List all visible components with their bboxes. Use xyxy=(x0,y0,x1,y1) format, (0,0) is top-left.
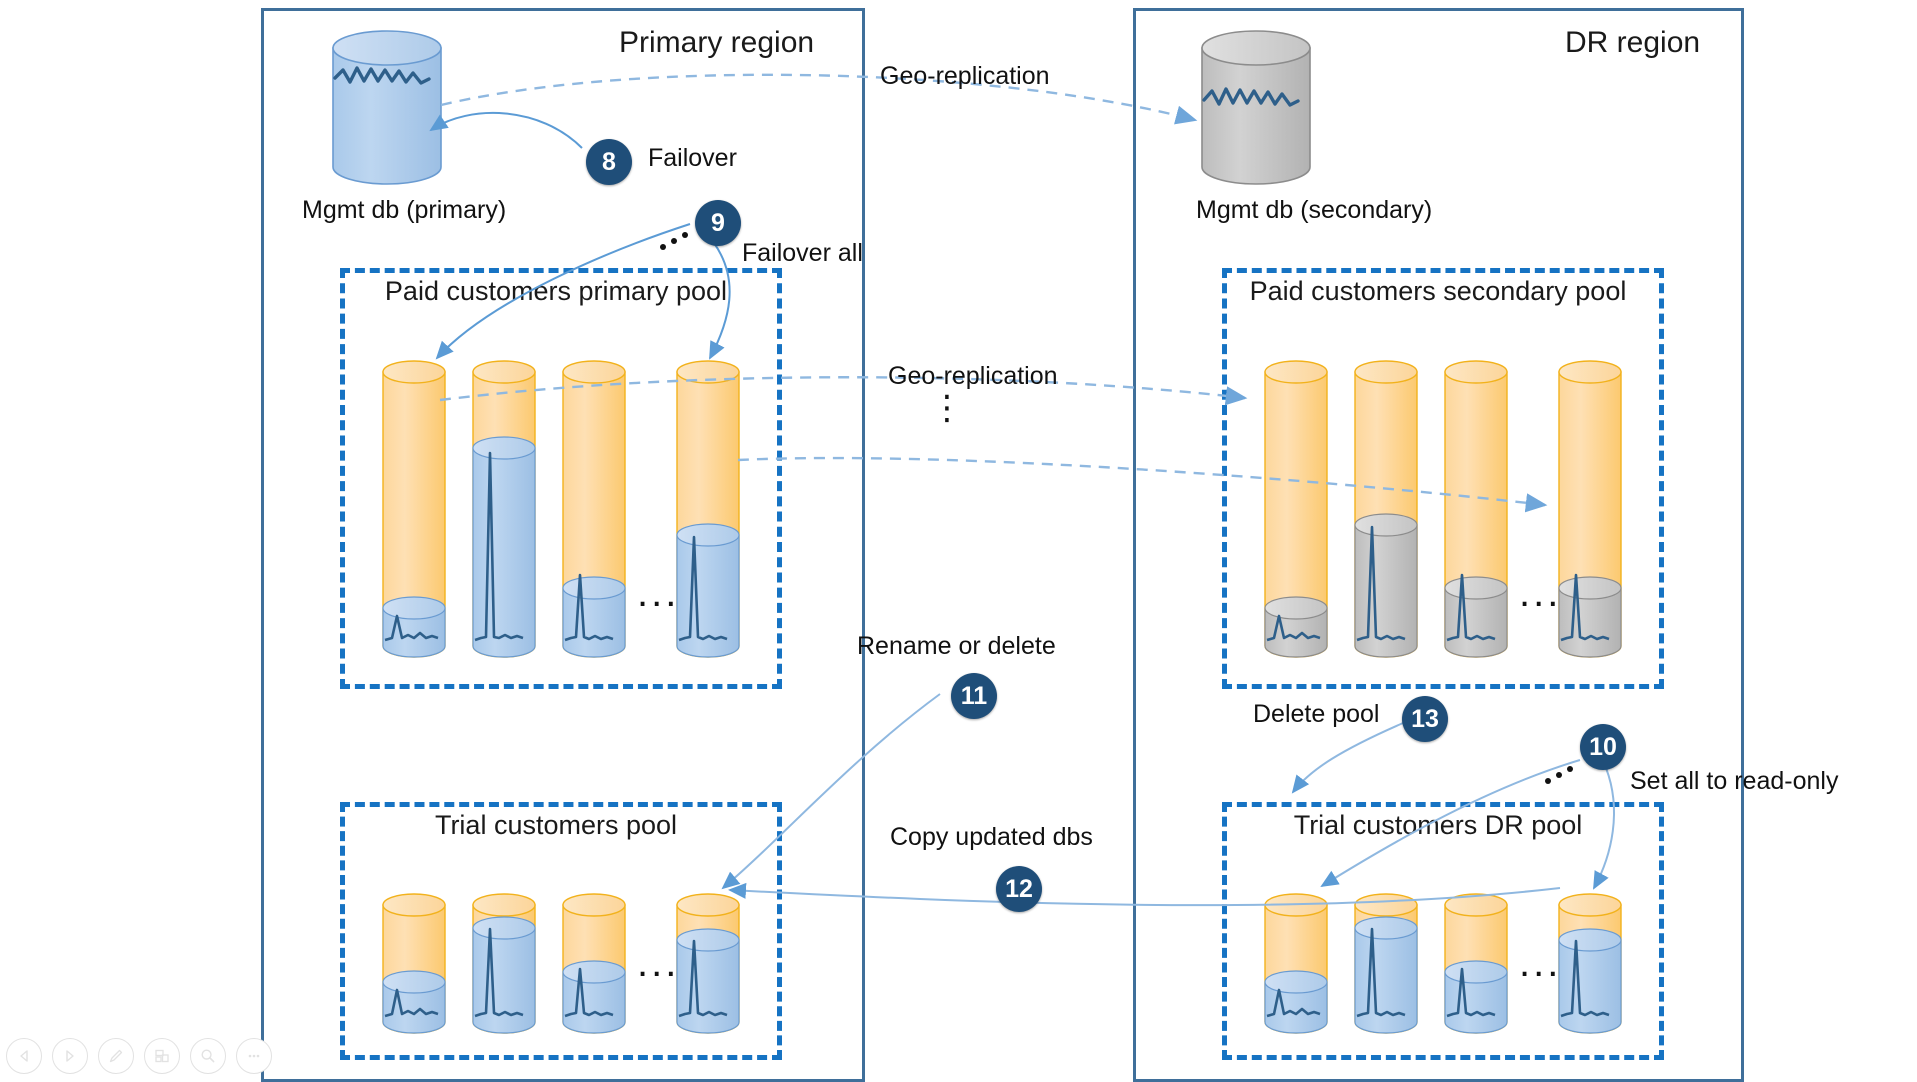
step-badge-8[interactable]: 8 xyxy=(586,139,632,185)
db-paid-primary-3 xyxy=(562,360,626,658)
pool-paid-secondary-title: Paid customers secondary pool xyxy=(1249,276,1627,306)
db-trial-dr-1 xyxy=(1264,893,1328,1034)
connector-step-11 xyxy=(721,693,941,890)
step-label-13: Delete pool xyxy=(1253,700,1380,728)
db-paid-secondary-1 xyxy=(1264,360,1328,658)
pencil-icon xyxy=(109,1049,123,1063)
connector-step-9-right xyxy=(709,242,731,360)
triangle-left-icon xyxy=(20,1050,28,1062)
step-label-10: Set all to read-only xyxy=(1630,767,1839,795)
zoom-button[interactable] xyxy=(190,1038,226,1074)
connector-step-10-left xyxy=(1320,759,1581,888)
ellipsis-diagonal-step-9 xyxy=(660,226,700,256)
step-label-11: Rename or delete xyxy=(857,632,1056,660)
ellipsis-paid-secondary: ... xyxy=(1519,571,1562,615)
pool-trial-primary-title: Trial customers pool xyxy=(434,810,678,840)
connector-geo-paid-1 xyxy=(439,376,1248,406)
geo-replication-paid-label: Geo-replication xyxy=(888,362,1058,390)
region-dr-title: DR region xyxy=(1565,26,1701,59)
pool-paid-primary-title: Paid customers primary pool xyxy=(384,276,728,306)
pages-button[interactable] xyxy=(144,1038,180,1074)
region-primary-title: Primary region xyxy=(619,26,815,59)
triangle-right-icon xyxy=(66,1050,74,1062)
ellipsis-diagonal-step-10 xyxy=(1545,760,1585,790)
db-trial-dr-3 xyxy=(1444,893,1508,1034)
db-paid-secondary-4 xyxy=(1558,360,1622,658)
connector-geo-mgmt xyxy=(440,73,1198,125)
more-button[interactable] xyxy=(236,1038,272,1074)
pool-paid-primary xyxy=(340,268,782,689)
step-label-8: Failover xyxy=(648,144,737,172)
db-paid-secondary-3 xyxy=(1444,360,1508,658)
step-label-12: Copy updated dbs xyxy=(890,823,1093,851)
db-paid-primary-4 xyxy=(676,360,740,658)
step-label-9: Failover all xyxy=(742,239,863,267)
connector-geo-paid-2 xyxy=(737,456,1548,513)
pool-paid-secondary xyxy=(1222,268,1664,689)
ellipsis-trial-primary: ... xyxy=(637,941,680,985)
bottom-toolbar[interactable] xyxy=(6,1038,272,1074)
ellipsis-trial-dr: ... xyxy=(1519,941,1562,985)
connector-step-13 xyxy=(1291,719,1411,794)
magnifier-icon xyxy=(201,1049,215,1063)
ellipsis-paid-primary: ... xyxy=(637,571,680,615)
db-paid-primary-2 xyxy=(472,360,536,658)
connector-step-9-left xyxy=(435,223,691,360)
db-trial-primary-2 xyxy=(472,893,536,1034)
db-trial-primary-3 xyxy=(562,893,626,1034)
geo-replication-mgmt-label: Geo-replication xyxy=(880,62,1050,90)
connector-step-10-right xyxy=(1593,767,1615,890)
ellipsis-vertical-geo: ⋮ xyxy=(930,389,964,427)
db-paid-primary-1 xyxy=(382,360,446,658)
ellipsis-icon xyxy=(248,1054,260,1058)
mgmt-db-secondary-cylinder xyxy=(1201,30,1311,185)
db-trial-primary-1 xyxy=(382,893,446,1034)
pool-trial-dr-title: Trial customers DR pool xyxy=(1293,810,1583,840)
mgmt-db-secondary-label: Mgmt db (secondary) xyxy=(1196,196,1433,224)
step-badge-11[interactable]: 11 xyxy=(951,673,997,719)
pool-trial-primary xyxy=(340,802,782,1060)
step-badge-10[interactable]: 10 xyxy=(1580,724,1626,770)
db-paid-secondary-2 xyxy=(1354,360,1418,658)
pool-trial-dr xyxy=(1222,802,1664,1060)
step-badge-9[interactable]: 9 xyxy=(695,200,741,246)
previous-button[interactable] xyxy=(6,1038,42,1074)
step-badge-12[interactable]: 12 xyxy=(996,866,1042,912)
layers-icon xyxy=(155,1049,169,1063)
edit-button[interactable] xyxy=(98,1038,134,1074)
step-badge-13[interactable]: 13 xyxy=(1402,696,1448,742)
connector-step-12 xyxy=(728,882,1561,907)
db-trial-dr-4 xyxy=(1558,893,1622,1034)
connector-step-8 xyxy=(429,111,583,149)
db-trial-dr-2 xyxy=(1354,893,1418,1034)
mgmt-db-primary-cylinder xyxy=(332,30,442,185)
mgmt-db-primary-label: Mgmt db (primary) xyxy=(302,196,507,224)
next-button[interactable] xyxy=(52,1038,88,1074)
db-trial-primary-4 xyxy=(676,893,740,1034)
